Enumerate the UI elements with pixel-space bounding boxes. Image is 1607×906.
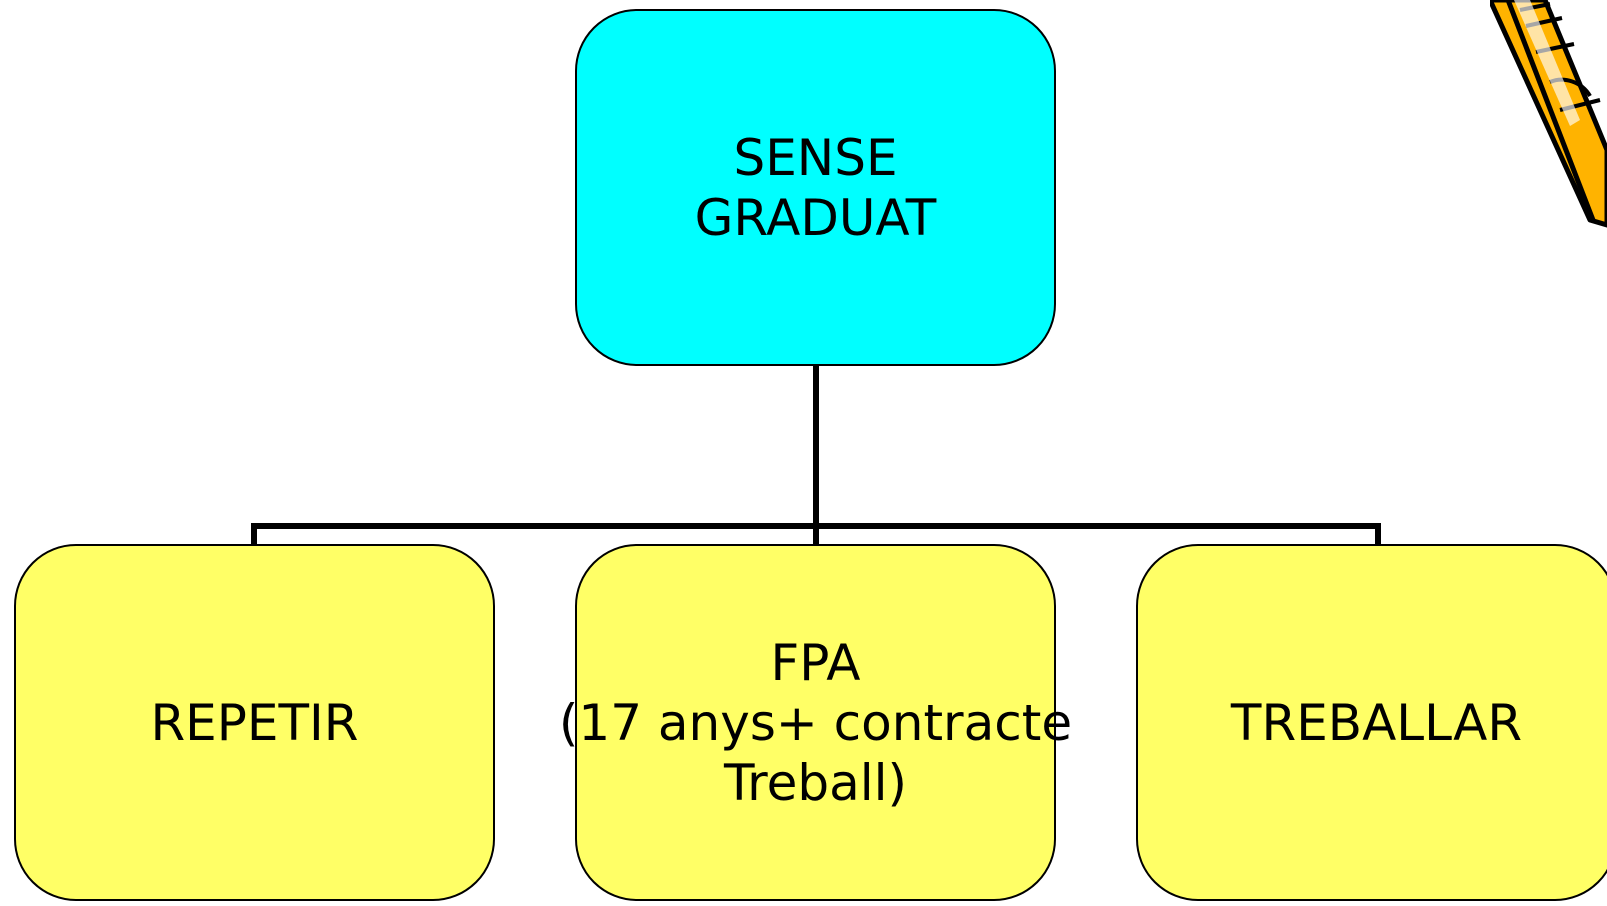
node-sense-graduat-line-1: SENSE — [733, 128, 898, 187]
pencil-body — [1490, 0, 1607, 228]
node-repetir-line-1: REPETIR — [150, 693, 359, 752]
node-treballar: TREBALLAR — [1136, 544, 1607, 901]
node-repetir: REPETIR — [14, 544, 495, 901]
node-fpa: FPA (17 anys+ contracte Treball) — [559, 544, 1072, 901]
node-fpa-line-1: FPA — [770, 633, 861, 692]
node-sense-graduat-line-2: GRADUAT — [694, 188, 937, 247]
pencil-icon — [1490, 0, 1607, 228]
node-treballar-line-1: TREBALLAR — [1230, 693, 1523, 752]
node-fpa-line-3: Treball) — [723, 753, 908, 812]
node-sense-graduat: SENSE GRADUAT — [575, 9, 1056, 366]
pencil-edge — [1505, 0, 1596, 221]
node-fpa-line-2: (17 anys+ contracte — [558, 693, 1073, 752]
pencil-stripes — [1519, 2, 1601, 112]
pencil-highlight — [1514, 0, 1580, 126]
